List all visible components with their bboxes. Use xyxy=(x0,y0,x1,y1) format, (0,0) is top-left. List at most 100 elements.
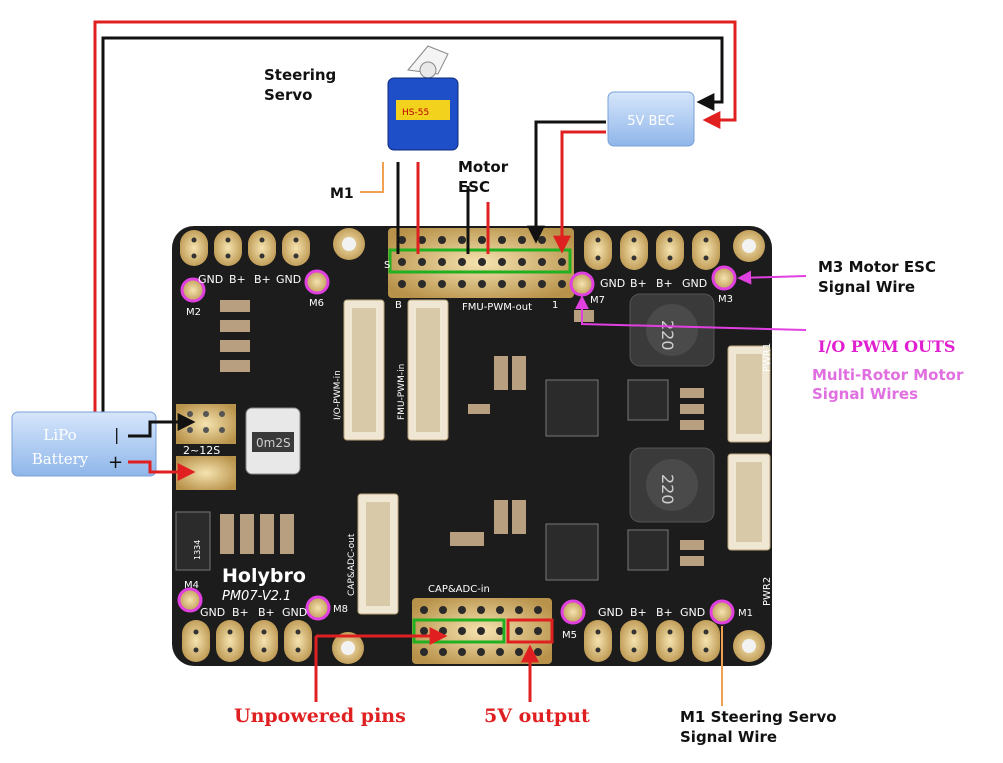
bl-bplus2: B+ xyxy=(258,606,275,619)
m3-line1: M3 Motor ESC xyxy=(818,258,936,276)
unpowered-label: Unpowered pins xyxy=(234,705,406,727)
steering-servo: HS-55 xyxy=(387,45,459,151)
fmu-signal-row-highlight xyxy=(388,248,572,274)
inductor-small xyxy=(245,407,301,475)
tr-bplus1: B+ xyxy=(630,277,647,290)
black-ground-wire xyxy=(101,36,724,412)
m3-label: M3 xyxy=(718,294,733,305)
unpowered-pins-highlight xyxy=(412,618,506,644)
ic-chips xyxy=(175,379,669,581)
fmu-pwm-in-label: FMU-PWM-in xyxy=(397,364,407,420)
diagram-labels: Steering Servo M1 Motor ESC M3 Motor ESC… xyxy=(234,66,964,746)
io-pwm-arrow xyxy=(575,295,807,331)
bec-ground-wire xyxy=(527,120,606,244)
lipo-line2: Battery xyxy=(32,450,89,468)
five-v-output-label: 5V output xyxy=(484,705,590,727)
m1-steer-line1: M1 Steering Servo xyxy=(680,708,837,726)
fmu-pwm-in-connector xyxy=(407,299,449,441)
servo-sticker-text: HS-55 xyxy=(402,108,429,118)
board-silkscreen: GND B+ B+ GND GND B+ B+ GND GND B+ B+ GN… xyxy=(183,260,773,641)
m4-label: M4 xyxy=(184,580,199,591)
pwr2-label: PWR2 xyxy=(762,577,773,606)
br-gnd2: GND xyxy=(680,606,705,619)
tl-gnd1: GND xyxy=(198,273,223,286)
m2-label: M2 xyxy=(186,307,201,318)
m1-label: M1 xyxy=(738,608,753,619)
lipo-line1: LiPo xyxy=(43,426,76,444)
motor-signal-pads xyxy=(177,265,737,625)
pcb xyxy=(172,226,772,666)
motor-esc-line1: Motor xyxy=(458,158,509,176)
cap-adc-in-header xyxy=(412,598,554,664)
bec-power-wire xyxy=(553,130,606,254)
m1-steer-line2: Signal Wire xyxy=(680,728,777,746)
cap-adc-in-label: CAP&ADC-in xyxy=(428,584,490,595)
steering-servo-line1: Steering xyxy=(264,66,336,84)
pin-one-label: 1 xyxy=(552,300,558,311)
esc-wires xyxy=(466,186,490,254)
battery-positive-lead xyxy=(128,460,196,481)
battery-negative-lead xyxy=(128,413,196,438)
fmu-pwm-out-label: FMU-PWM-out xyxy=(462,302,532,313)
multirotor-line2: Signal Wires xyxy=(812,385,918,403)
diode-label: 1334 xyxy=(193,540,202,560)
m8-label: M8 xyxy=(333,604,348,615)
tl-gnd2: GND xyxy=(276,273,301,286)
servo-signal-wire xyxy=(360,162,384,193)
bec-module: 5V BEC xyxy=(527,91,695,254)
mounting-holes xyxy=(332,228,765,664)
battery-negative-pad xyxy=(176,404,236,444)
bec-label: 5V BEC xyxy=(627,114,675,129)
inductor-top-mark: 220 xyxy=(658,320,677,351)
inductor-markings: 220 220 0m2S xyxy=(256,320,677,505)
m4-pad xyxy=(177,587,203,613)
inductor-mid xyxy=(629,447,715,523)
red-power-wire xyxy=(93,20,737,412)
io-pwm-in-connector xyxy=(343,299,385,441)
m3-arrow xyxy=(737,270,807,285)
tr-gnd1: GND xyxy=(600,277,625,290)
cap-adc-out-connector xyxy=(357,493,399,615)
multirotor-line1: Multi-Rotor Motor xyxy=(812,366,964,384)
m8-pad xyxy=(305,595,331,621)
holybro-logo: Holybro xyxy=(222,565,306,587)
m7-label: M7 xyxy=(590,295,605,306)
pad-holes xyxy=(191,237,709,653)
battery-pad-holes xyxy=(187,411,225,433)
pwr2-connector xyxy=(727,453,771,551)
bl-bplus1: B+ xyxy=(232,606,249,619)
top-left-power-pads xyxy=(180,230,310,266)
lipo-plus: + xyxy=(108,452,123,473)
passive-components xyxy=(220,300,704,566)
pin-b-label: B xyxy=(395,300,402,311)
lipo-box xyxy=(11,411,157,477)
pwr1-label: PWR1 xyxy=(762,343,773,372)
tl-bplus2: B+ xyxy=(254,273,271,286)
fmu-pwm-out-header xyxy=(388,228,574,298)
m1-pad xyxy=(709,599,735,625)
annotation-arrows xyxy=(314,270,807,706)
m3-line2: Signal Wire xyxy=(818,278,915,296)
pin-s-label: S xyxy=(384,260,390,271)
bl-gnd2: GND xyxy=(282,606,307,619)
m6-pad xyxy=(304,269,330,295)
top-right-power-pads xyxy=(584,230,720,270)
battery-range-label: 2~12S xyxy=(183,444,220,457)
tr-gnd2: GND xyxy=(682,277,707,290)
tr-bplus2: B+ xyxy=(656,277,673,290)
steering-servo-line2: Servo xyxy=(264,86,312,104)
m1-servo-label: M1 xyxy=(330,186,354,202)
bottom-right-power-pads xyxy=(584,620,720,662)
pwr1-connector xyxy=(727,345,771,443)
lipo-battery: LiPo Battery | + xyxy=(11,411,196,481)
bottom-left-power-pads xyxy=(182,620,312,662)
tl-bplus1: B+ xyxy=(229,273,246,286)
lipo-to-bec-wires xyxy=(93,20,737,412)
five-v-output-highlight xyxy=(506,618,554,644)
cap-adc-out-label: CAP&ADC-out xyxy=(347,533,357,596)
m3-pad xyxy=(711,265,737,291)
m5-pad xyxy=(560,599,586,625)
br-gnd1: GND xyxy=(598,606,623,619)
